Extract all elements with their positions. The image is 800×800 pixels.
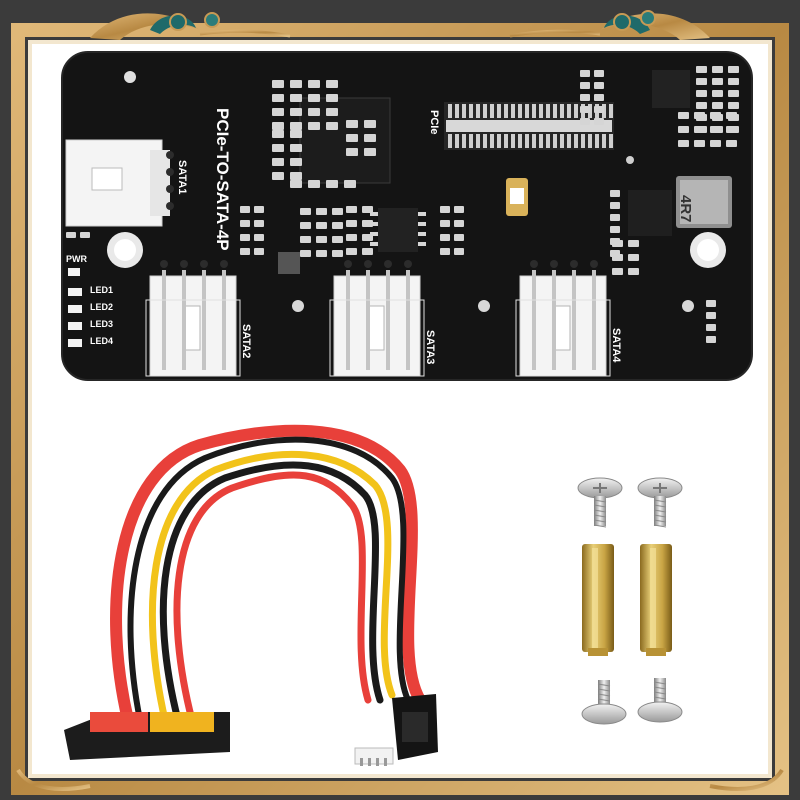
inductor-marking: 4R7 — [677, 195, 694, 223]
screw — [581, 703, 627, 725]
pcie-label: PCIe — [428, 110, 440, 135]
corner-ornament-bottom — [16, 768, 784, 791]
inner-frame-border — [28, 40, 772, 778]
ic-chip — [378, 208, 418, 252]
sata3-connector — [329, 260, 425, 377]
sata1-label: SATA1 — [176, 160, 188, 195]
led2-label: LED2 — [90, 302, 114, 312]
screws-and-standoffs — [577, 477, 683, 725]
status-led — [68, 305, 82, 313]
sata2-connector — [145, 260, 241, 377]
sata2-label: SATA2 — [240, 324, 252, 359]
status-led — [68, 339, 82, 347]
screw — [637, 701, 683, 723]
sata-power-cable — [64, 424, 438, 766]
sata4-connector — [515, 260, 611, 377]
corner-ornament-right — [509, 10, 710, 40]
ic-chip — [652, 70, 690, 108]
pcie-to-sata-board — [61, 51, 753, 381]
led3-label: LED3 — [90, 319, 114, 329]
board-title: PCIe-TO-SATA-4P — [213, 108, 232, 251]
pwr-label: PWR — [66, 254, 87, 264]
gold-frame-border — [11, 23, 789, 795]
status-led — [68, 288, 82, 296]
ic-chip — [628, 190, 672, 236]
sata1-connector — [65, 139, 174, 227]
corner-ornament-left — [90, 12, 291, 40]
sata3-label: SATA3 — [424, 330, 436, 365]
led4-label: LED4 — [90, 336, 114, 346]
status-led — [68, 322, 82, 330]
pwr-led — [68, 268, 80, 276]
sata4-label: SATA4 — [610, 328, 622, 363]
led1-label: LED1 — [90, 285, 114, 295]
